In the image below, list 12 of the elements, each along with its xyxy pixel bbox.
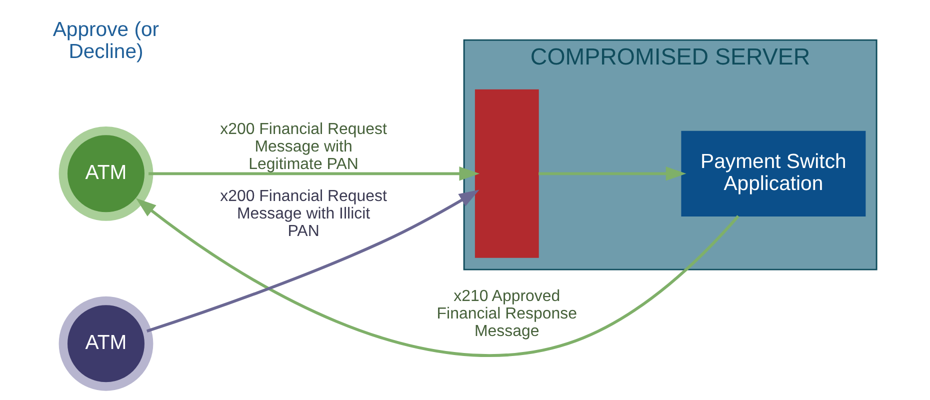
label: Approve (or Decline) [52,18,159,63]
node-circle: ATM [58,296,153,391]
edge-label: x210 Approved Financial Response Message [436,288,577,340]
arrow [146,190,479,332]
arrow [135,198,739,357]
arrow [148,166,480,181]
node-bar [474,89,538,258]
node-circle: ATM [58,126,153,221]
arrow [538,166,686,181]
node-box: Payment Switch Application [680,130,866,217]
edge-label: x200 Financial Request Message with Legitimate PAN [220,121,386,174]
edge-label: x200 Financial Request Message with Illicit PAN [220,188,386,240]
